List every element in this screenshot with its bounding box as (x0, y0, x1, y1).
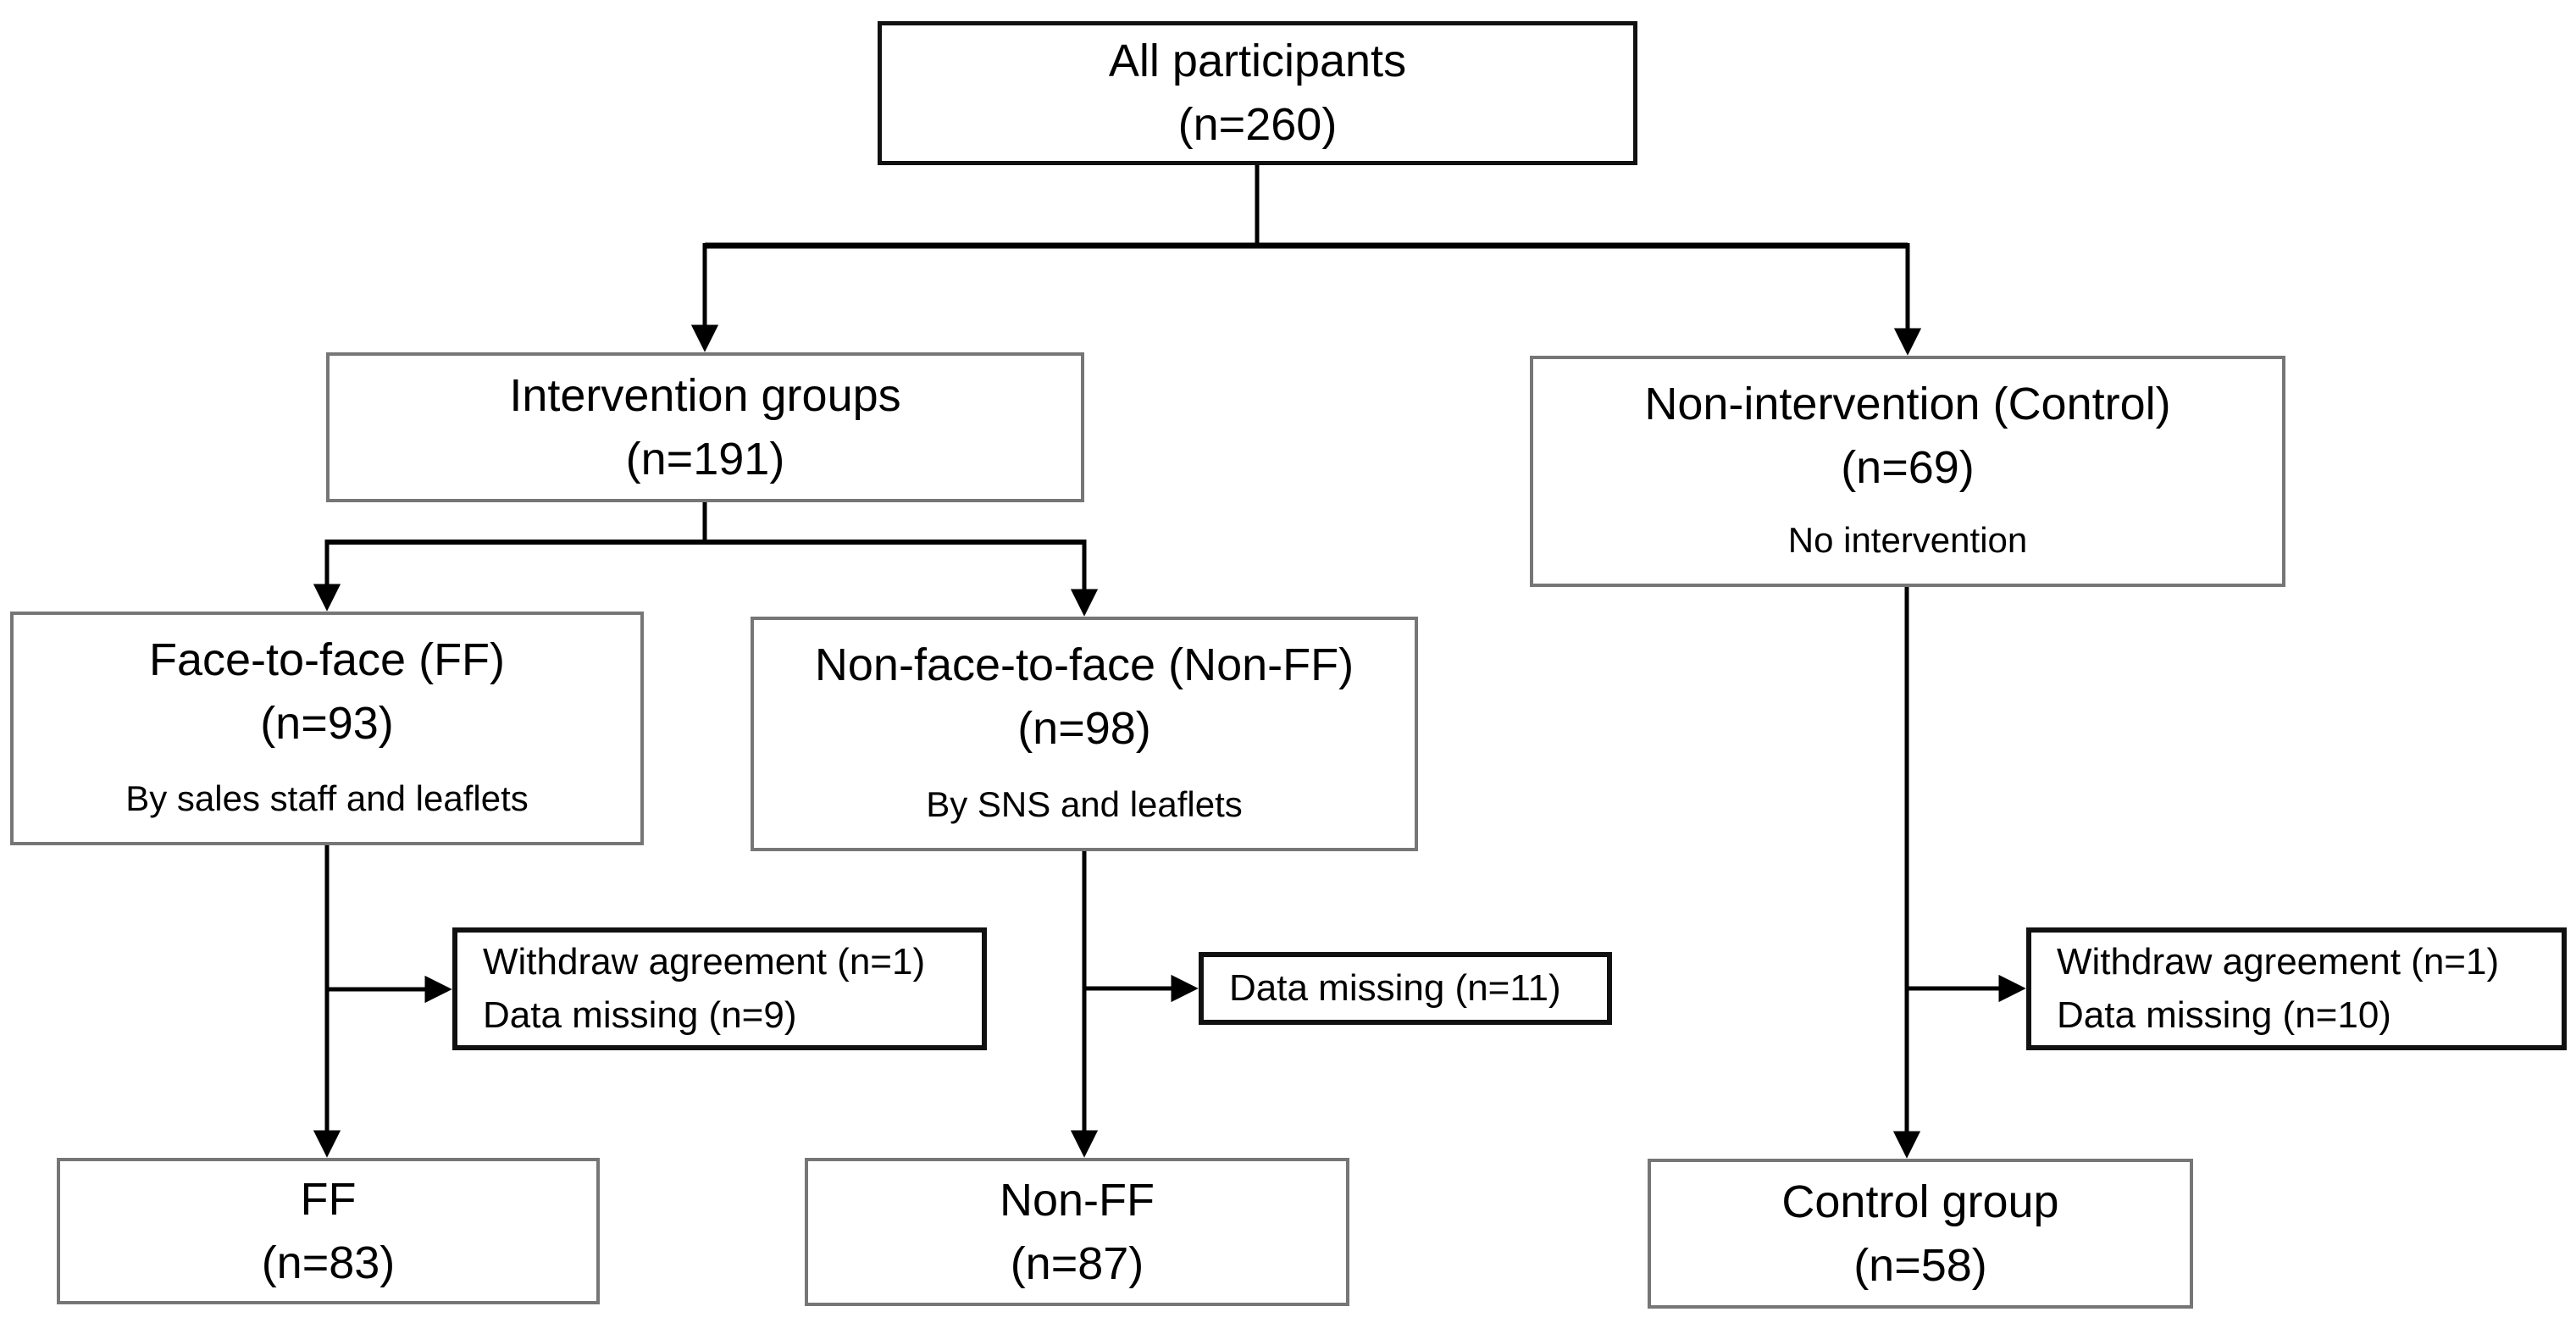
non-face-to-face-count: (n=98) (1017, 702, 1151, 754)
node-non-intervention: Non-intervention (Control) (n=69) No int… (1530, 356, 2285, 587)
ff-final-count: (n=83) (261, 1237, 396, 1288)
face-to-face-heading: Face-to-face (FF) (n=93) (149, 628, 505, 755)
node-non-face-to-face: Non-face-to-face (Non-FF) (n=98) By SNS … (751, 617, 1418, 851)
non-ff-final-count: (n=87) (1010, 1237, 1144, 1289)
ff-exclusions-line2: Data missing (n=9) (483, 994, 797, 1036)
node-ff-exclusions: Withdraw agreement (n=1) Data missing (n… (452, 927, 987, 1050)
node-ff-final: FF (n=83) (57, 1158, 600, 1304)
node-face-to-face: Face-to-face (FF) (n=93) By sales staff … (10, 612, 644, 845)
non-face-to-face-title: Non-face-to-face (Non-FF) (814, 639, 1354, 690)
non-intervention-note: No intervention (1787, 519, 2028, 560)
ff-exclusions-line1: Withdraw agreement (n=1) (483, 941, 926, 983)
node-intervention-groups: Intervention groups (n=191) (326, 352, 1084, 502)
face-to-face-note: By sales staff and leaflets (125, 778, 529, 818)
control-final-title: Control group (1781, 1176, 2059, 1227)
non-ff-exclusions-line1: Data missing (n=11) (1229, 966, 1561, 1009)
face-to-face-title: Face-to-face (FF) (148, 634, 506, 685)
non-intervention-count: (n=69) (1841, 441, 1975, 493)
all-participants-title: All participants (1108, 36, 1407, 87)
all-participants-count: (n=260) (1177, 99, 1338, 150)
node-all-participants: All participants (n=260) (878, 21, 1637, 165)
node-control-final: Control group (n=58) (1648, 1159, 2193, 1309)
ff-final-title: FF (300, 1173, 357, 1225)
control-final-count: (n=58) (1853, 1239, 1987, 1291)
node-control-exclusions: Withdraw agreement (n=1) Data missing (n… (2026, 927, 2567, 1050)
control-exclusions-line2: Data missing (n=10) (2057, 994, 2391, 1036)
node-non-ff-exclusions: Data missing (n=11) (1199, 952, 1612, 1025)
non-face-to-face-heading: Non-face-to-face (Non-FF) (n=98) (815, 634, 1354, 760)
intervention-groups-count: (n=191) (625, 433, 785, 484)
non-ff-final-title: Non-FF (999, 1174, 1155, 1226)
intervention-groups-title: Intervention groups (509, 369, 901, 421)
non-intervention-heading: Non-intervention (Control) (n=69) (1644, 373, 2170, 499)
control-exclusions-line1: Withdraw agreement (n=1) (2057, 941, 2500, 983)
node-non-ff-final: Non-FF (n=87) (805, 1158, 1349, 1306)
face-to-face-count: (n=93) (260, 697, 394, 749)
non-intervention-title: Non-intervention (Control) (1644, 379, 2171, 429)
non-face-to-face-note: By SNS and leaflets (926, 783, 1243, 824)
